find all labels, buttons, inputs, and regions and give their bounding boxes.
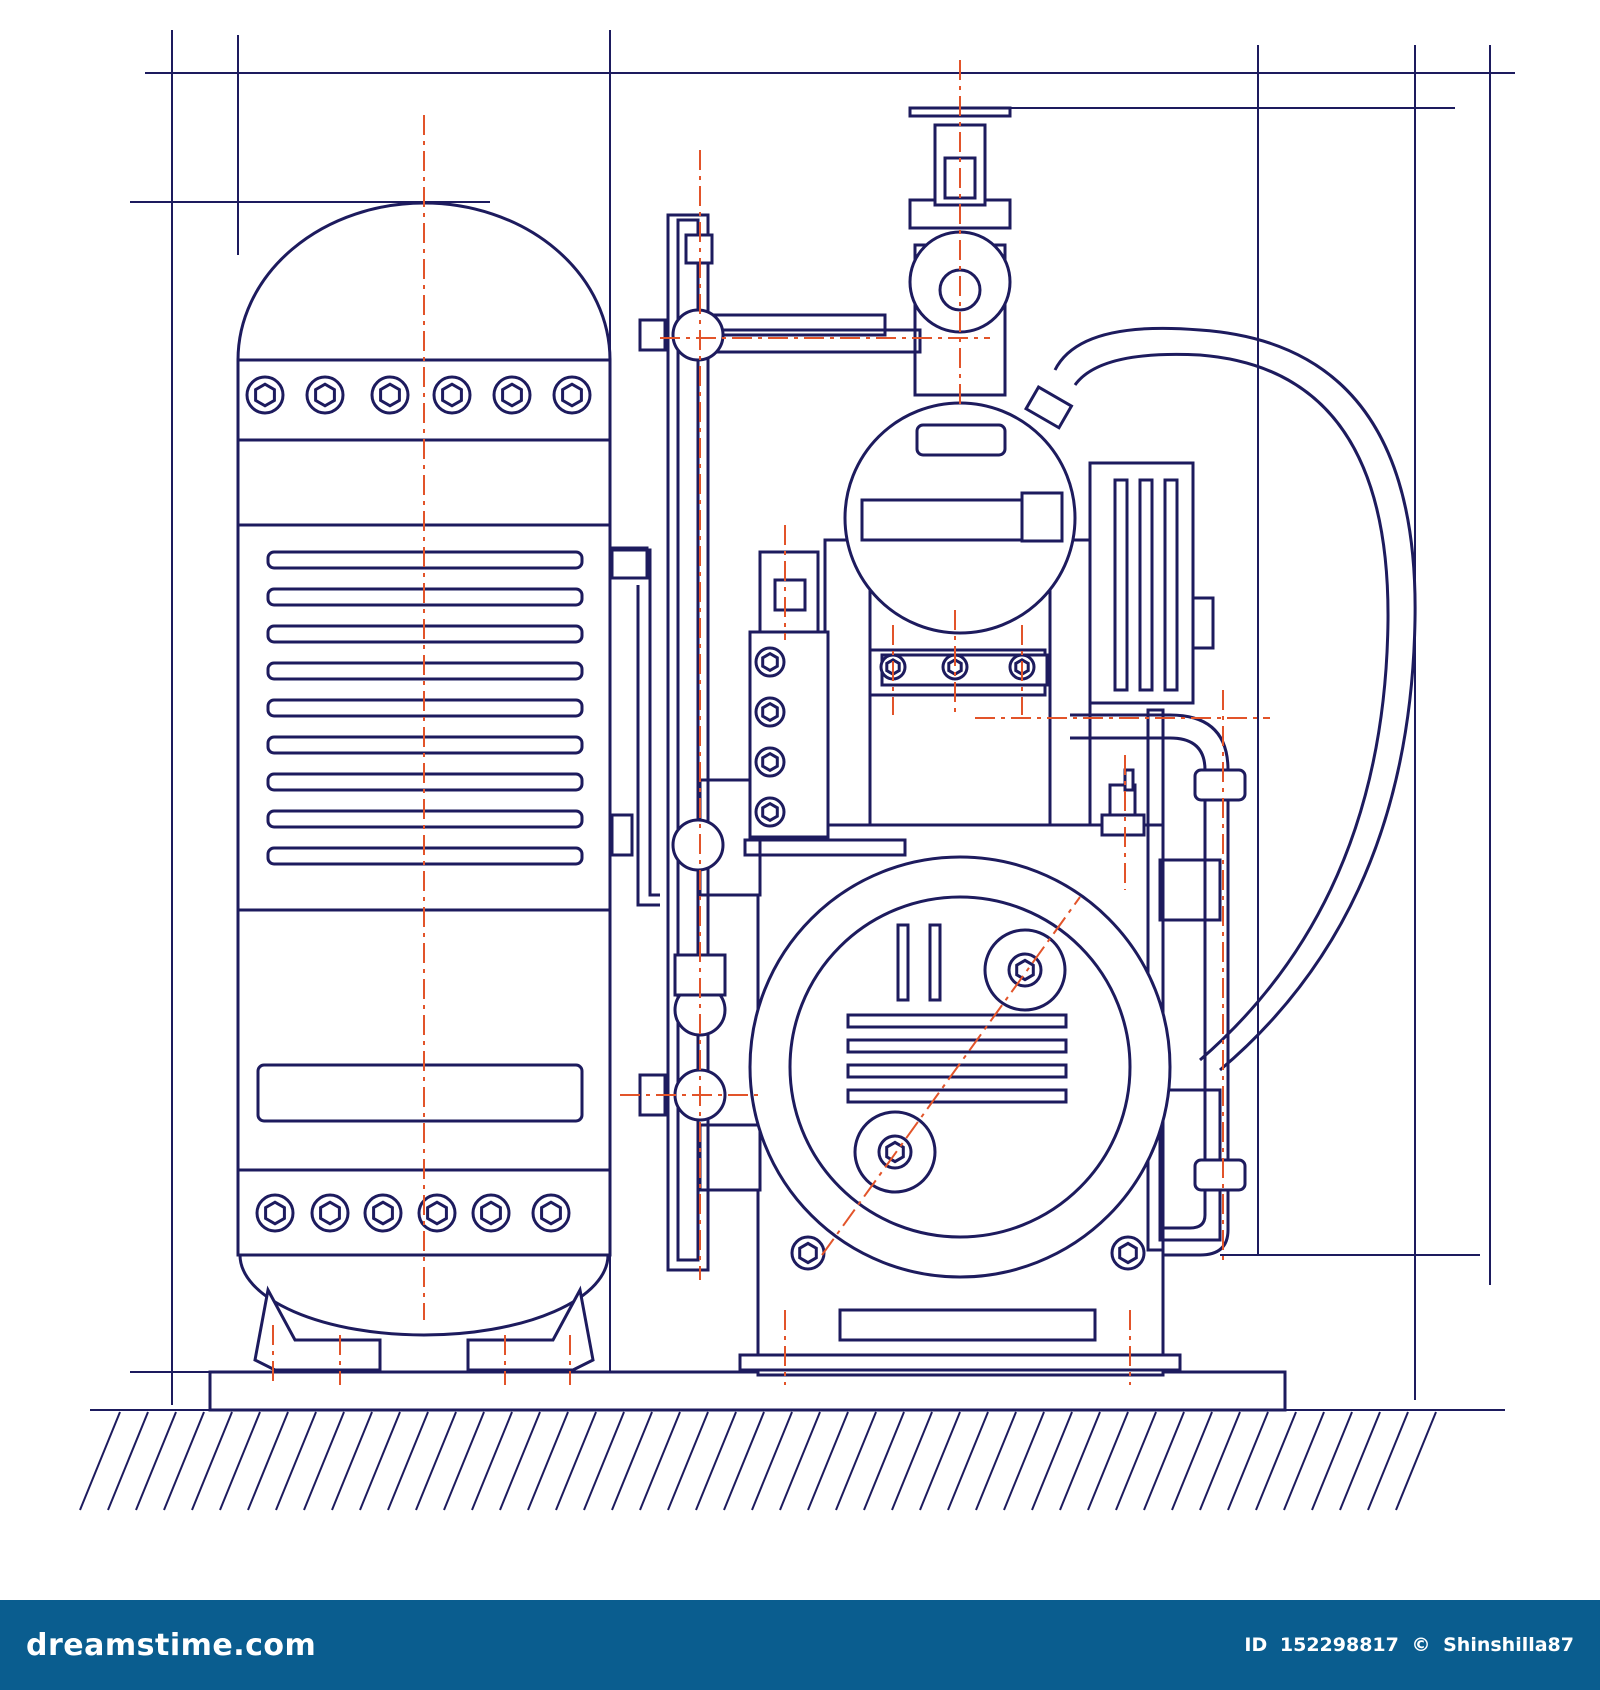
bolt-nut-icon [531, 1193, 571, 1233]
construction-lines [130, 30, 1515, 1405]
bolt-nut-icon [305, 375, 345, 415]
ground-hatching [79, 1409, 1505, 1511]
bolt-nut-icon [754, 796, 786, 828]
copyright-icon: © [1411, 1634, 1431, 1656]
bolt-nut-icon [255, 1193, 295, 1233]
bolt-nut-icon [790, 1235, 826, 1271]
author-name[interactable]: Shinshilla87 [1443, 1634, 1574, 1656]
bolt-nut-icon [471, 1193, 511, 1233]
bolt-nut-icon [370, 375, 410, 415]
bolt-nut-icon [363, 1193, 403, 1233]
boiler-assembly [610, 106, 1417, 1377]
bolt-nut-icon [310, 1193, 350, 1233]
brand-logo[interactable]: dreamstime.com [26, 1627, 317, 1663]
bolt-nut-icon [754, 696, 786, 728]
bolt-nut-icon [417, 1193, 457, 1233]
bolt-nut-icon [492, 375, 532, 415]
boiler-blueprint-drawing [79, 30, 1515, 1511]
center-lines [272, 60, 1270, 1385]
vertical-tank [236, 201, 612, 1372]
base-plate [208, 1370, 1287, 1412]
bolt-nut-icon [552, 375, 592, 415]
id-value: 152298817 [1279, 1634, 1399, 1656]
image-credit: ID 152298817 © Shinshilla87 [1238, 1634, 1574, 1656]
bolt-nut-icon [754, 746, 786, 778]
footer-bar: dreamstime.com ID 152298817 © Shinshilla… [0, 1600, 1600, 1690]
bolt-nut-icon [245, 375, 285, 415]
bolt-nut-icon [754, 646, 786, 678]
bolt-nut-icon [432, 375, 472, 415]
id-label: ID [1244, 1634, 1268, 1656]
bolt-nut-icon [1110, 1235, 1146, 1271]
